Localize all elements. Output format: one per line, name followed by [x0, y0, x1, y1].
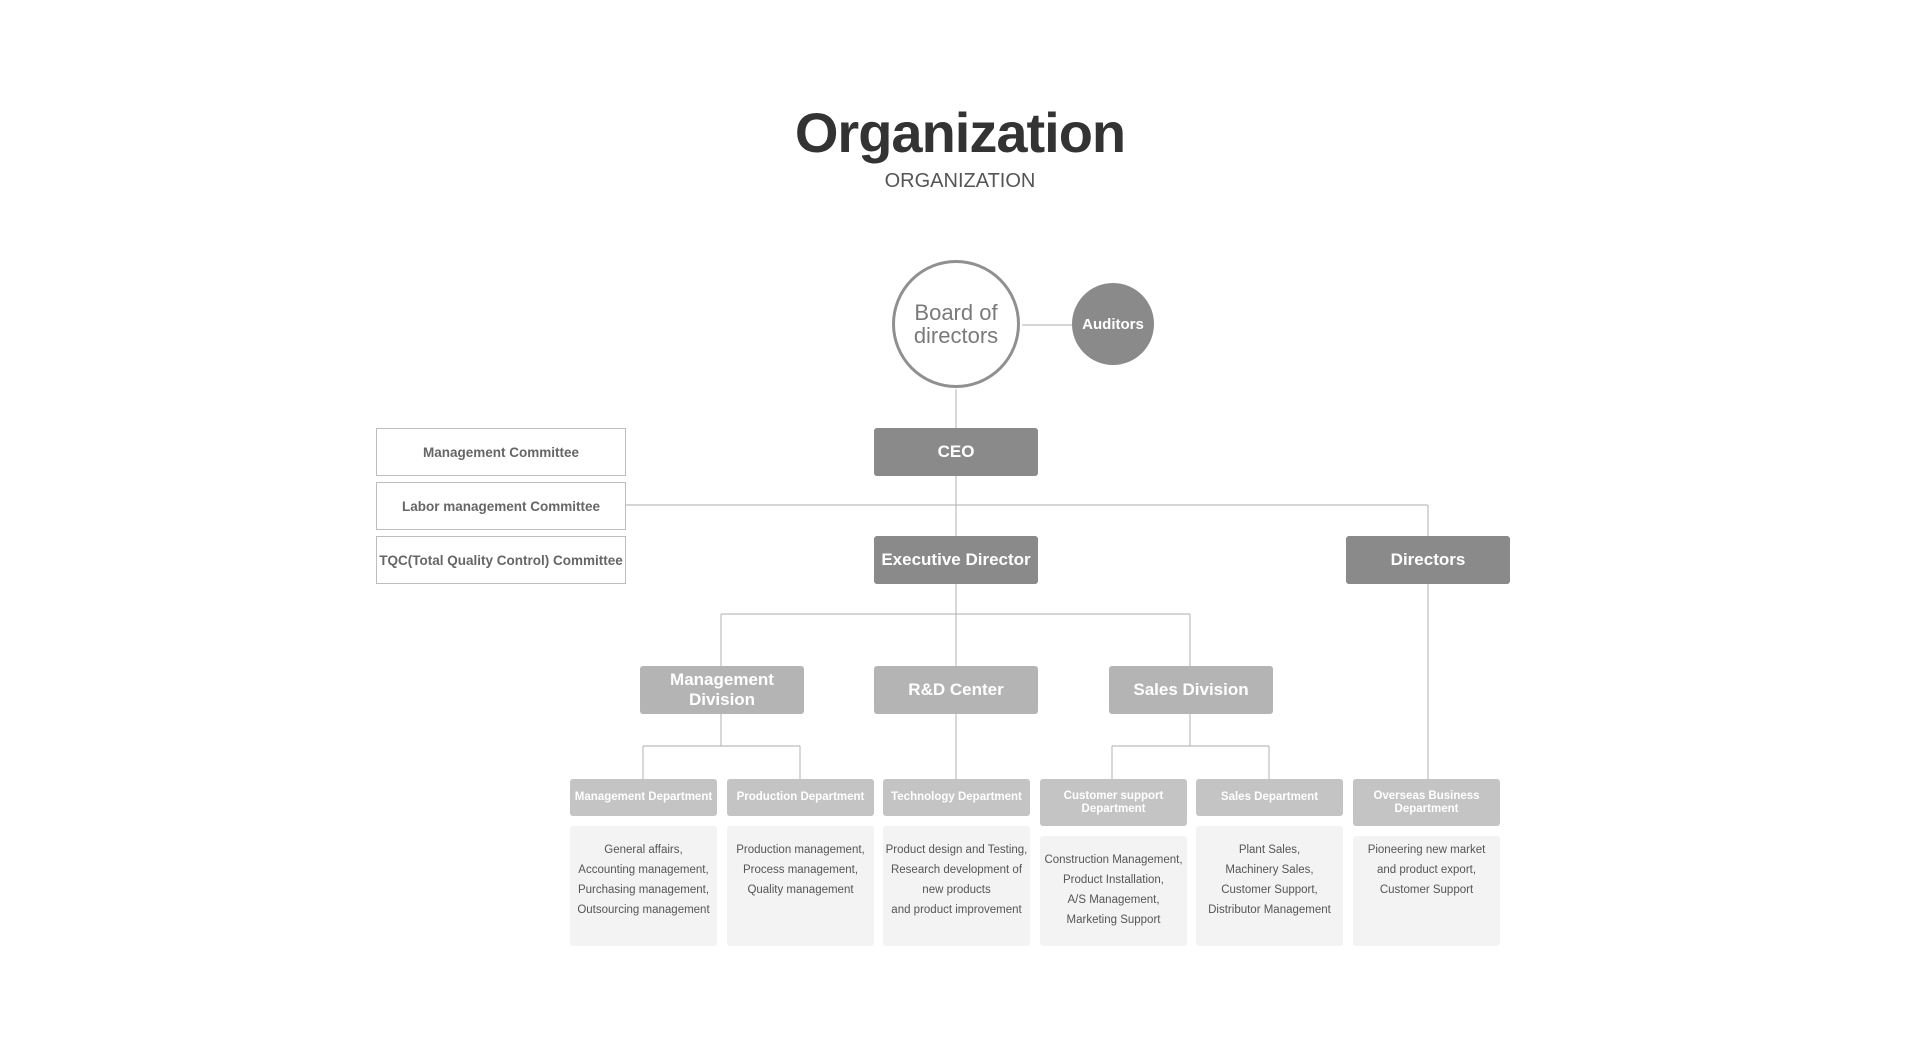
sales-department-node: Sales Department: [1196, 779, 1343, 816]
customer-support-department-node: Customer support Department: [1040, 779, 1187, 826]
labor-management-committee: Labor management Committee: [376, 482, 626, 530]
management-department-node: Management Department: [570, 779, 717, 816]
overseas-business-department-node: Overseas Business Department: [1353, 779, 1500, 826]
board-label: Board of directors: [913, 300, 999, 348]
page-title: Organization: [794, 101, 1126, 164]
auditors-node: Auditors: [1072, 283, 1154, 365]
board-of-directors-node: Board of directors: [892, 260, 1020, 388]
production-department-node: Production Department: [727, 779, 874, 816]
management-division-node: Management Division: [640, 666, 804, 714]
executive-director-node: Executive Director: [874, 536, 1038, 584]
production-department-duties: Production management, Process managemen…: [727, 826, 874, 946]
page-subtitle: ORGANIZATION: [884, 170, 1036, 192]
tqc-committee: TQC(Total Quality Control) Committee: [376, 536, 626, 584]
management-committee: Management Committee: [376, 428, 626, 476]
ceo-node: CEO: [874, 428, 1038, 476]
management-department-duties: General affairs, Accounting management, …: [570, 826, 717, 946]
technology-department-duties: Product design and Testing, Research dev…: [883, 826, 1030, 946]
sales-department-duties: Plant Sales, Machinery Sales, Customer S…: [1196, 826, 1343, 946]
directors-node: Directors: [1346, 536, 1510, 584]
rd-center-node: R&D Center: [874, 666, 1038, 714]
customer-support-department-duties: Construction Management, Product Install…: [1040, 836, 1187, 946]
overseas-business-department-duties: Pioneering new market and product export…: [1353, 836, 1500, 946]
sales-division-node: Sales Division: [1109, 666, 1273, 714]
technology-department-node: Technology Department: [883, 779, 1030, 816]
